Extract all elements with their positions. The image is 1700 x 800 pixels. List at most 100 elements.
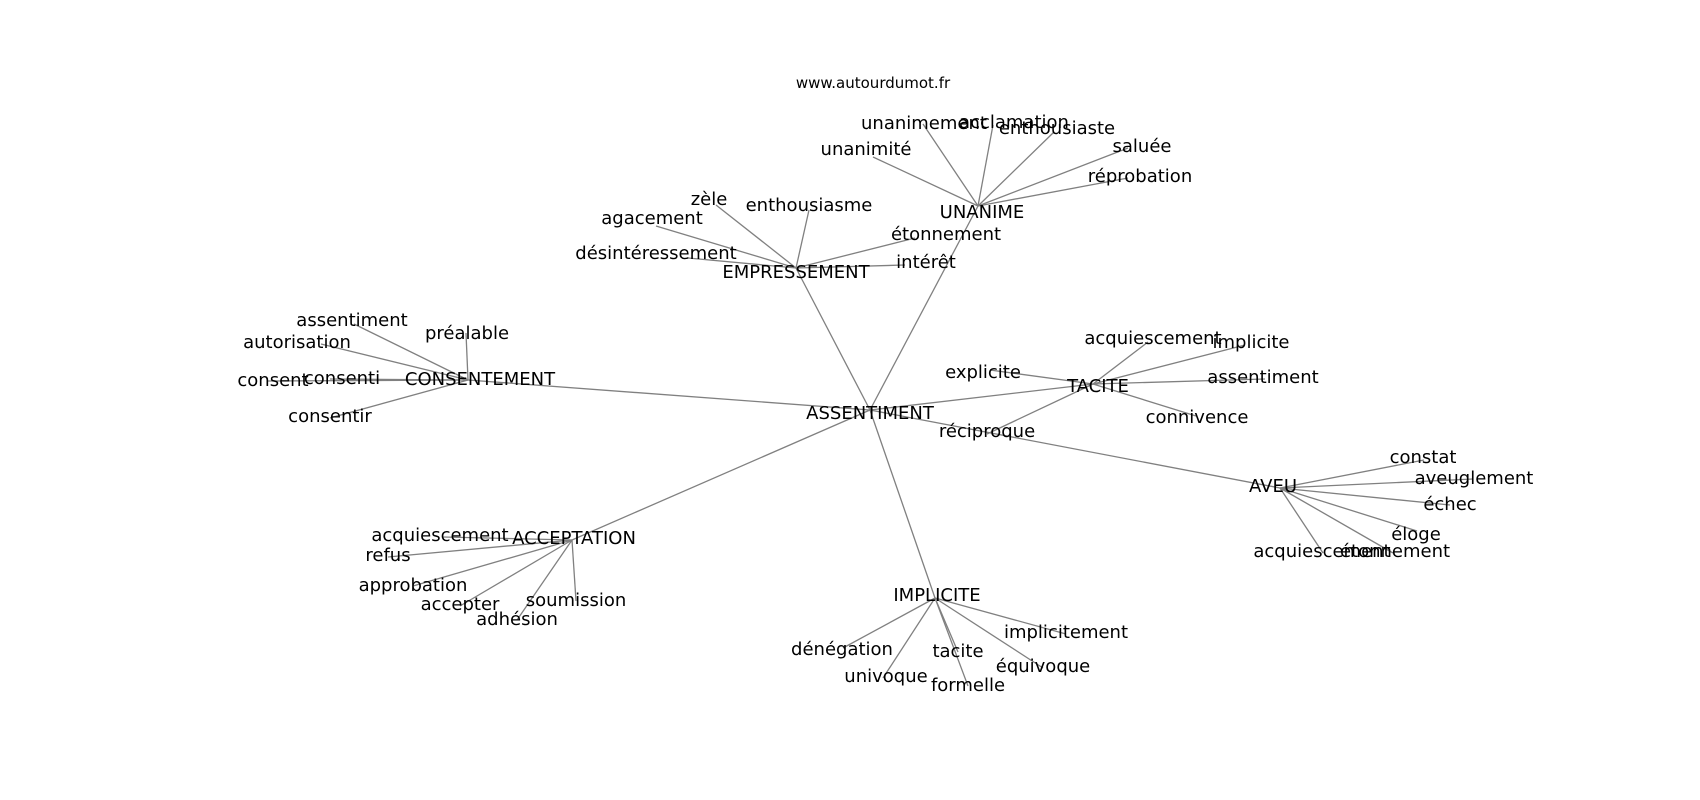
graph-edges	[267, 123, 1474, 687]
edge-root-acceptation	[571, 409, 871, 541]
edge-root-consentement	[467, 379, 871, 411]
hub-node-empressement[interactable]: EMPRESSEMENT	[722, 262, 870, 283]
leaf-node-consentement-assentiment[interactable]: assentiment	[296, 310, 407, 331]
edge-empressement-agacement	[655, 225, 797, 269]
leaf-node-unanime-saluee[interactable]: saluée	[1113, 136, 1172, 157]
edge-root-unanime	[869, 205, 979, 411]
leaf-node-unanime-reprobation[interactable]: réprobation	[1088, 166, 1192, 187]
leaf-node-implicite-equivoque[interactable]: équivoque	[996, 656, 1090, 677]
edge-consentement-assentiment	[353, 323, 469, 381]
edge-tacite-connivence	[1092, 383, 1197, 417]
hub-node-aveu[interactable]: AVEU	[1249, 476, 1297, 497]
leaf-node-unanime-unanimite[interactable]: unanimité	[821, 139, 912, 160]
edge-root-aveu	[869, 409, 1281, 489]
edge-aveu-aveuglement	[1279, 478, 1474, 489]
edge-unanime-unanimite	[872, 156, 979, 207]
edge-empressement-desinteressement	[687, 257, 797, 269]
leaf-node-tacite-assentiment[interactable]: assentiment	[1207, 367, 1318, 388]
edge-aveu-eloge	[1279, 487, 1418, 532]
edge-empressement-enthousiasme	[795, 209, 810, 269]
edge-unanime-enthousiaste	[977, 131, 1055, 207]
edge-implicite-formelle	[934, 597, 969, 687]
leaf-node-unanime-unanimement[interactable]: unanimement	[861, 113, 987, 134]
leaf-node-empressement-interet[interactable]: intérêt	[896, 252, 956, 273]
leaf-node-consentement-consenti[interactable]: consenti	[304, 368, 380, 389]
leaf-node-aveu-constat[interactable]: constat	[1390, 447, 1457, 468]
edge-consentement-consenti	[329, 378, 469, 381]
leaf-node-consentement-consentir[interactable]: consentir	[288, 406, 372, 427]
leaf-node-acceptation-soumission[interactable]: soumission	[526, 590, 627, 611]
edge-unanime-reprobation	[977, 177, 1129, 207]
edge-acceptation-acquiescement	[442, 536, 573, 541]
edge-aveu-echec	[1279, 487, 1451, 506]
leaf-node-implicite-tacite[interactable]: tacite	[932, 641, 983, 662]
edge-unanime-acclamation	[977, 124, 994, 207]
leaf-node-empressement-enthousiasme[interactable]: enthousiasme	[746, 195, 873, 216]
site-watermark: www.autourdumot.fr	[796, 74, 951, 92]
leaf-node-aveu-acquiescement[interactable]: acquiescement	[1253, 541, 1390, 562]
hub-node-unanime[interactable]: UNANIME	[940, 202, 1025, 223]
edge-implicite-implicitement	[934, 597, 1067, 635]
leaf-node-tacite-acquiescement[interactable]: acquiescement	[1084, 328, 1221, 349]
leaf-node-implicite-formelle[interactable]: formelle	[931, 675, 1005, 696]
leaf-node-tacite-connivence[interactable]: connivence	[1146, 407, 1249, 428]
leaf-node-acceptation-adhesion[interactable]: adhésion	[476, 609, 558, 630]
leaf-node-implicite-denegation[interactable]: dénégation	[791, 639, 893, 660]
edge-empressement-interet	[795, 264, 906, 269]
leaf-node-empressement-desinteressement[interactable]: désintéressement	[575, 243, 736, 264]
edge-aveu-constat	[1279, 459, 1425, 489]
edge-unanime-unanimement	[922, 123, 979, 207]
edge-consentement-autorisation	[320, 343, 469, 381]
edge-root-empressement	[795, 267, 871, 411]
leaf-node-acceptation-refus[interactable]: refus	[365, 545, 410, 566]
leaf-node-implicite-univoque[interactable]: univoque	[844, 666, 927, 687]
edge-tacite-acquiescement	[1092, 341, 1149, 385]
edge-consentement-consentir	[329, 379, 469, 419]
leaf-node-tacite-explicite[interactable]: explicite	[945, 362, 1021, 383]
edge-tacite-assentiment	[1092, 378, 1266, 385]
leaf-node-empressement-agacement[interactable]: agacement	[601, 208, 703, 229]
leaf-node-acceptation-accepter[interactable]: accepter	[421, 594, 500, 615]
edge-acceptation-approbation	[412, 539, 573, 587]
edge-acceptation-accepter	[459, 539, 573, 607]
edge-aveu-acquiescement	[1279, 487, 1324, 554]
edge-root-tacite	[869, 383, 1094, 411]
leaf-node-tacite-implicite[interactable]: implicite	[1213, 332, 1290, 353]
edge-acceptation-refus	[387, 539, 573, 558]
edge-implicite-denegation	[842, 597, 936, 649]
edge-unanime-saluee	[977, 147, 1129, 207]
leaf-node-aveu-eloge[interactable]: éloge	[1391, 524, 1441, 545]
leaf-node-aveu-etonnement[interactable]: étonnement	[1340, 541, 1450, 562]
leaf-node-consentement-consent[interactable]: consent	[237, 370, 308, 391]
leaf-node-acceptation-acquiescement[interactable]: acquiescement	[371, 525, 508, 546]
hub-node-consentement[interactable]: CONSENTEMENT	[405, 369, 556, 390]
edge-acceptation-adhesion	[516, 539, 573, 621]
edge-tacite-explicite	[989, 369, 1094, 385]
edge-empressement-etonnement	[795, 237, 916, 269]
leaf-node-implicite-implicitement[interactable]: implicitement	[1004, 622, 1128, 643]
hub-node-implicite[interactable]: IMPLICITE	[893, 585, 980, 606]
edge-empressement-zele	[715, 204, 797, 269]
edge-aveu-etonnement	[1279, 487, 1394, 554]
edge-tacite-implicite	[1092, 344, 1246, 385]
edge-implicite-equivoque	[934, 597, 1044, 669]
edge-tacite-reciproque	[986, 383, 1094, 435]
edge-implicite-univoque	[882, 597, 936, 679]
leaf-node-empressement-etonnement[interactable]: étonnement	[891, 224, 1001, 245]
leaf-node-acceptation-approbation[interactable]: approbation	[359, 575, 468, 596]
node-assentiment[interactable]: ASSENTIMENT	[806, 403, 935, 424]
leaf-node-unanime-enthousiaste[interactable]: enthousiaste	[999, 118, 1115, 139]
edge-consentement-prealable	[465, 332, 469, 381]
leaf-node-aveu-echec[interactable]: échec	[1423, 494, 1476, 515]
hub-node-acceptation[interactable]: ACCEPTATION	[512, 528, 636, 549]
leaf-node-unanime-acclamation[interactable]: acclamation	[959, 112, 1069, 133]
leaf-node-aveu-aveuglement[interactable]: aveuglement	[1415, 468, 1534, 489]
leaf-node-empressement-zele[interactable]: zèle	[691, 189, 728, 210]
hub-node-tacite[interactable]: TACITE	[1066, 376, 1129, 397]
leaf-node-consentement-prealable[interactable]: préalable	[425, 323, 509, 344]
edge-root-implicite	[869, 409, 936, 599]
edge-acceptation-soumission	[571, 539, 577, 602]
leaf-node-consentement-autorisation[interactable]: autorisation	[243, 332, 351, 353]
leaf-node-tacite-reciproque[interactable]: réciproque	[939, 421, 1035, 442]
